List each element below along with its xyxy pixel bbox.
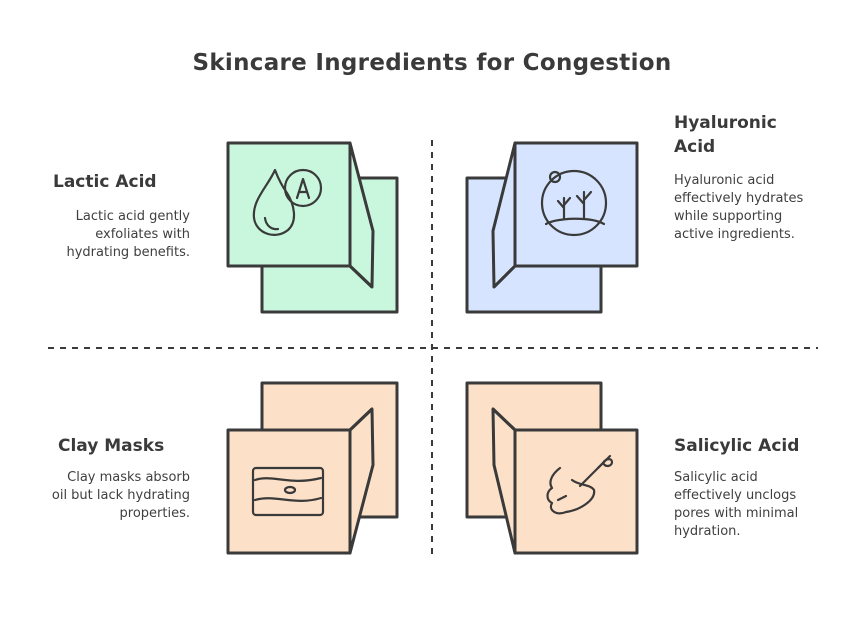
heading-salicylic-acid: Salicylic Acid [674,436,800,456]
heading-clay-masks: Clay Masks [58,436,165,456]
heading-hyaluronic-acid: Hyaluronic Acid [674,113,777,157]
lactic-acid-box [226,141,399,314]
description-hyaluronic-acid: Hyaluronic acid effectively hydrates whi… [674,173,804,242]
description-clay-masks: Clay masks absorb oil but lack hydrating… [51,470,190,521]
diagram-title: Skincare Ingredients for Congestion [192,50,672,76]
heading-lactic-acid: Lactic Acid [53,172,157,192]
face-brush-icon [546,454,614,515]
skin-layers-icon [251,466,325,517]
description-lactic-acid: Lactic acid gently exfoliates with hydra… [66,209,190,260]
acid-drop-icon [252,168,323,236]
clay-masks-box [226,381,399,555]
skin-hydration-icon [540,169,608,237]
salicylic-acid-box [465,381,639,555]
hyaluronic-acid-box [465,141,639,314]
description-salicylic-acid: Salicylic acid effectively unclogs pores… [674,470,799,539]
